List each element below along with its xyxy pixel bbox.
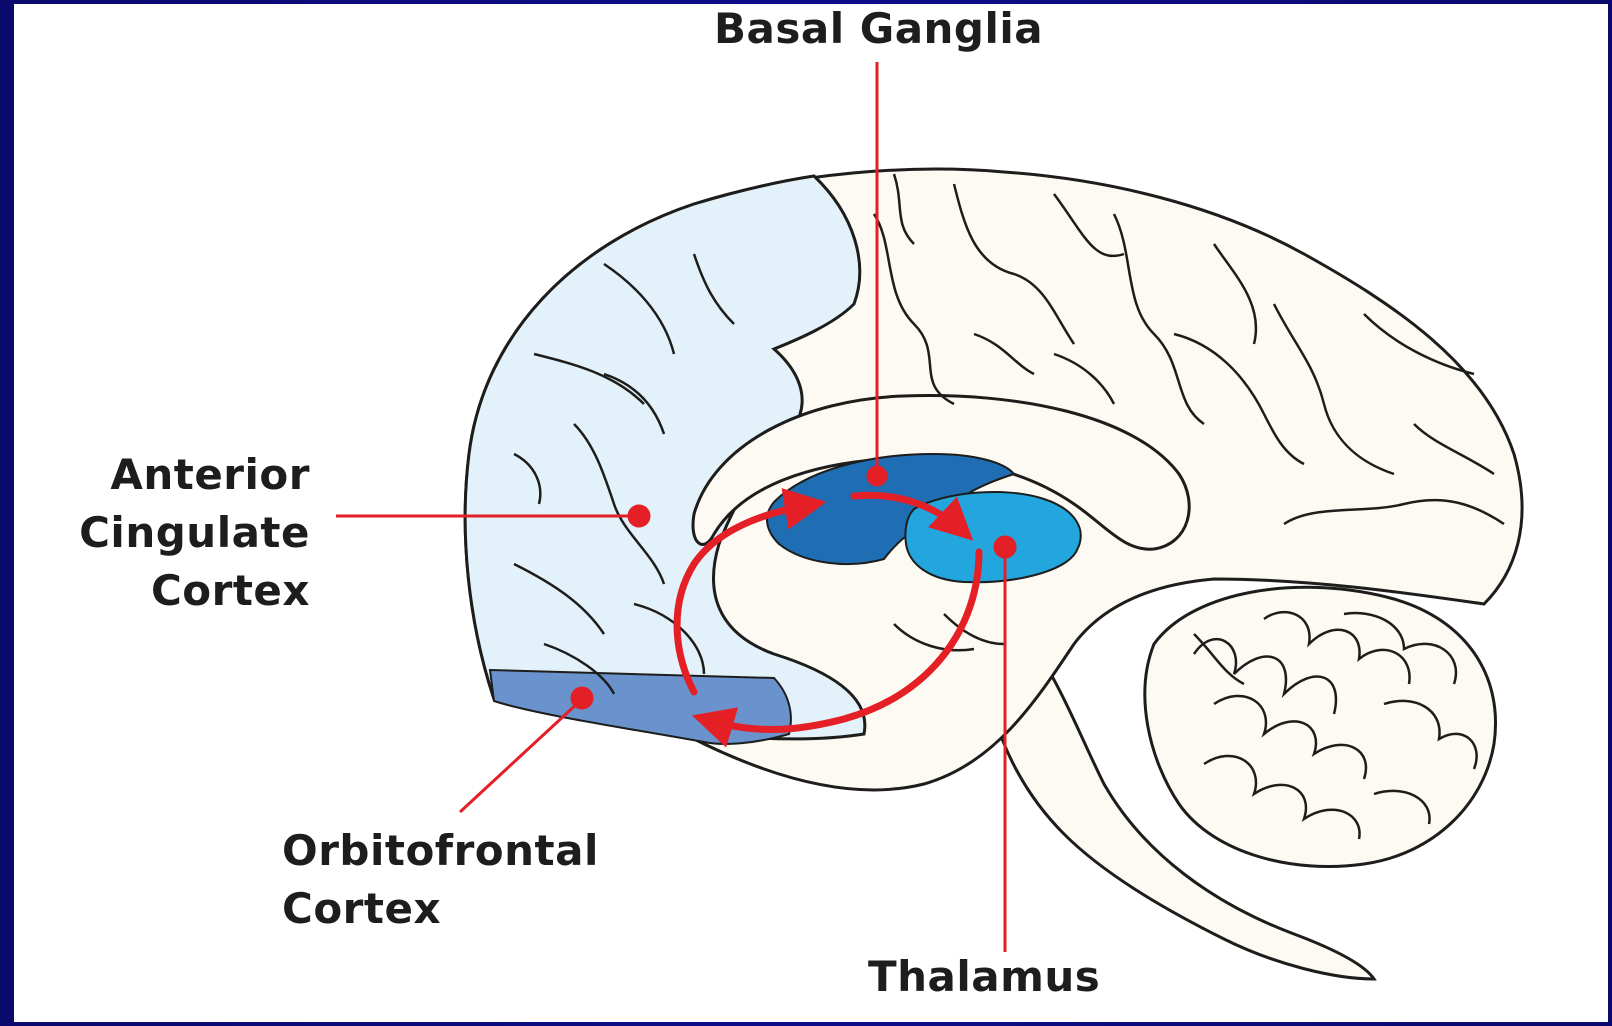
- orbitofrontal-line-1: Orbitofrontal: [282, 822, 599, 880]
- pointer-line-orbitofrontal: [460, 701, 580, 812]
- anterior-cingulate-label: Anterior Cingulate Cortex: [44, 446, 310, 620]
- diagram-canvas: Basal Ganglia Anterior Cingulate Cortex …: [14, 4, 1608, 1022]
- orbitofrontal-line-2: Cortex: [282, 880, 599, 938]
- orbitofrontal-label: Orbitofrontal Cortex: [282, 822, 599, 938]
- anterior-cingulate-line-3: Cortex: [44, 562, 310, 620]
- orbitofrontal-region: [490, 670, 791, 744]
- cerebellum: [1145, 587, 1496, 866]
- basal-ganglia-label: Basal Ganglia: [714, 4, 1043, 58]
- anterior-cingulate-line-1: Anterior: [44, 446, 310, 504]
- pointer-dot-orbitofrontal: [572, 688, 592, 708]
- pointer-dot-thalamus: [995, 537, 1015, 557]
- pointer-dot-basal-ganglia: [868, 467, 886, 485]
- anterior-cingulate-line-2: Cingulate: [44, 504, 310, 562]
- thalamus-region: [905, 492, 1080, 582]
- thalamus-label: Thalamus: [868, 948, 1100, 1006]
- pointer-dot-anterior-cingulate: [629, 506, 649, 526]
